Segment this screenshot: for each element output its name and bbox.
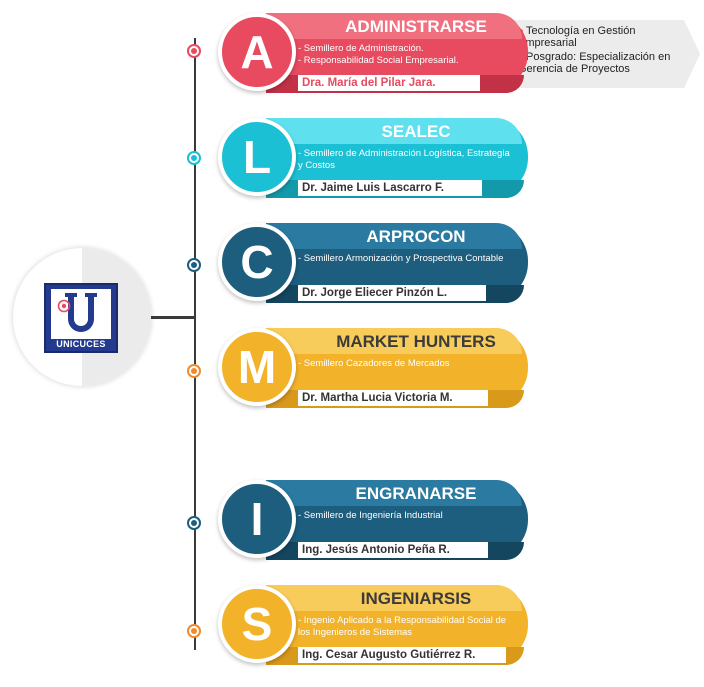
group-director: Dra. María del Pilar Jara. <box>298 75 480 91</box>
group-letter-circle: M <box>218 328 296 406</box>
callout-arrow <box>684 20 700 88</box>
group-description: - Semillero de Ingeniería Industrial <box>298 510 443 521</box>
group-title: MARKET HUNTERS <box>336 332 496 351</box>
research-group-card: A ADMINISTRARSE - Semillero de Administrac… <box>218 13 534 93</box>
timeline-dot <box>187 44 201 58</box>
group-letter: M <box>237 341 277 393</box>
research-group-card: S INGENIARSIS - Ingenio Aplicado a la Resp… <box>218 585 534 665</box>
group-director: Ing. Cesar Augusto Gutiérrez R. <box>298 647 506 663</box>
group-letter: A <box>240 26 274 78</box>
logo-inner <box>51 289 111 339</box>
group-letter-circle: C <box>218 223 296 301</box>
group-letter-circle: I <box>218 480 296 558</box>
group-title: ENGRANARSE <box>355 484 477 503</box>
group-title: INGENIARSIS <box>360 589 472 608</box>
timeline-line <box>194 38 196 650</box>
callout-shape <box>514 20 684 88</box>
group-description: - Semillero Armonización y Prospectiva C… <box>298 253 504 264</box>
group-title: ARPROCON <box>366 227 466 246</box>
timeline-dot <box>187 516 201 530</box>
research-group-card: L SEALEC - Semillero de Administración Log… <box>218 118 534 198</box>
research-group-card: M MARKET HUNTERS - Semillero Cazadores de … <box>218 328 534 408</box>
group-director: Dr. Martha Lucia Victoria M. <box>298 390 488 406</box>
group-description: - Ingenio Aplicado a la Responsabilidad … <box>298 615 507 638</box>
timeline-dot <box>187 364 201 378</box>
card-bar-top <box>266 328 522 354</box>
group-letter: I <box>250 493 264 545</box>
group-description: - Semillero de Administración. - Respons… <box>298 43 459 66</box>
logo-circle: UNICUCES <box>13 248 151 386</box>
card-bar-top <box>266 480 522 506</box>
card-bar-top <box>266 118 522 144</box>
research-group-card: I ENGRANARSE - Semillero de Ingeniería Ind… <box>218 480 534 560</box>
callout-item: Tecnología en Gestión Empresarial <box>518 25 636 49</box>
logo-label: UNICUCES <box>56 339 106 349</box>
group-letter: S <box>241 598 273 650</box>
research-group-card: C ARPROCON - Semillero Armonización y Pros… <box>218 223 534 303</box>
group-director: Dr. Jaime Luis Lascarro F. <box>298 180 482 196</box>
group-description: - Semillero de Administración Logística,… <box>298 148 510 171</box>
branch-line <box>148 316 195 319</box>
group-director: Ing. Jesús Antonio Peña R. <box>298 542 488 558</box>
group-title: SEALEC <box>381 122 451 141</box>
unicuces-logo: UNICUCES <box>44 283 118 353</box>
card-bar-top <box>266 13 522 39</box>
group-director: Dr. Jorge Eliecer Pinzón L. <box>298 285 486 301</box>
callout-item: Posgrado: Especialización en Gerencia de… <box>518 51 671 75</box>
group-letter-circle: L <box>218 118 296 196</box>
logo-u-icon <box>57 293 97 332</box>
group-description: - Semillero Cazadores de Mercados <box>298 358 450 369</box>
group-letter: L <box>242 131 272 183</box>
card-bar-top <box>266 223 522 249</box>
timeline-dot <box>187 151 201 165</box>
group-letter-circle: A <box>218 13 296 91</box>
timeline-dot <box>187 258 201 272</box>
group-letter-circle: S <box>218 585 296 663</box>
timeline-dot <box>187 624 201 638</box>
program-callout: Tecnología en Gestión Empresarial Posgra… <box>514 20 700 88</box>
card-bar-top <box>266 585 522 611</box>
group-title: ADMINISTRARSE <box>345 17 487 36</box>
group-letter: C <box>240 236 274 288</box>
